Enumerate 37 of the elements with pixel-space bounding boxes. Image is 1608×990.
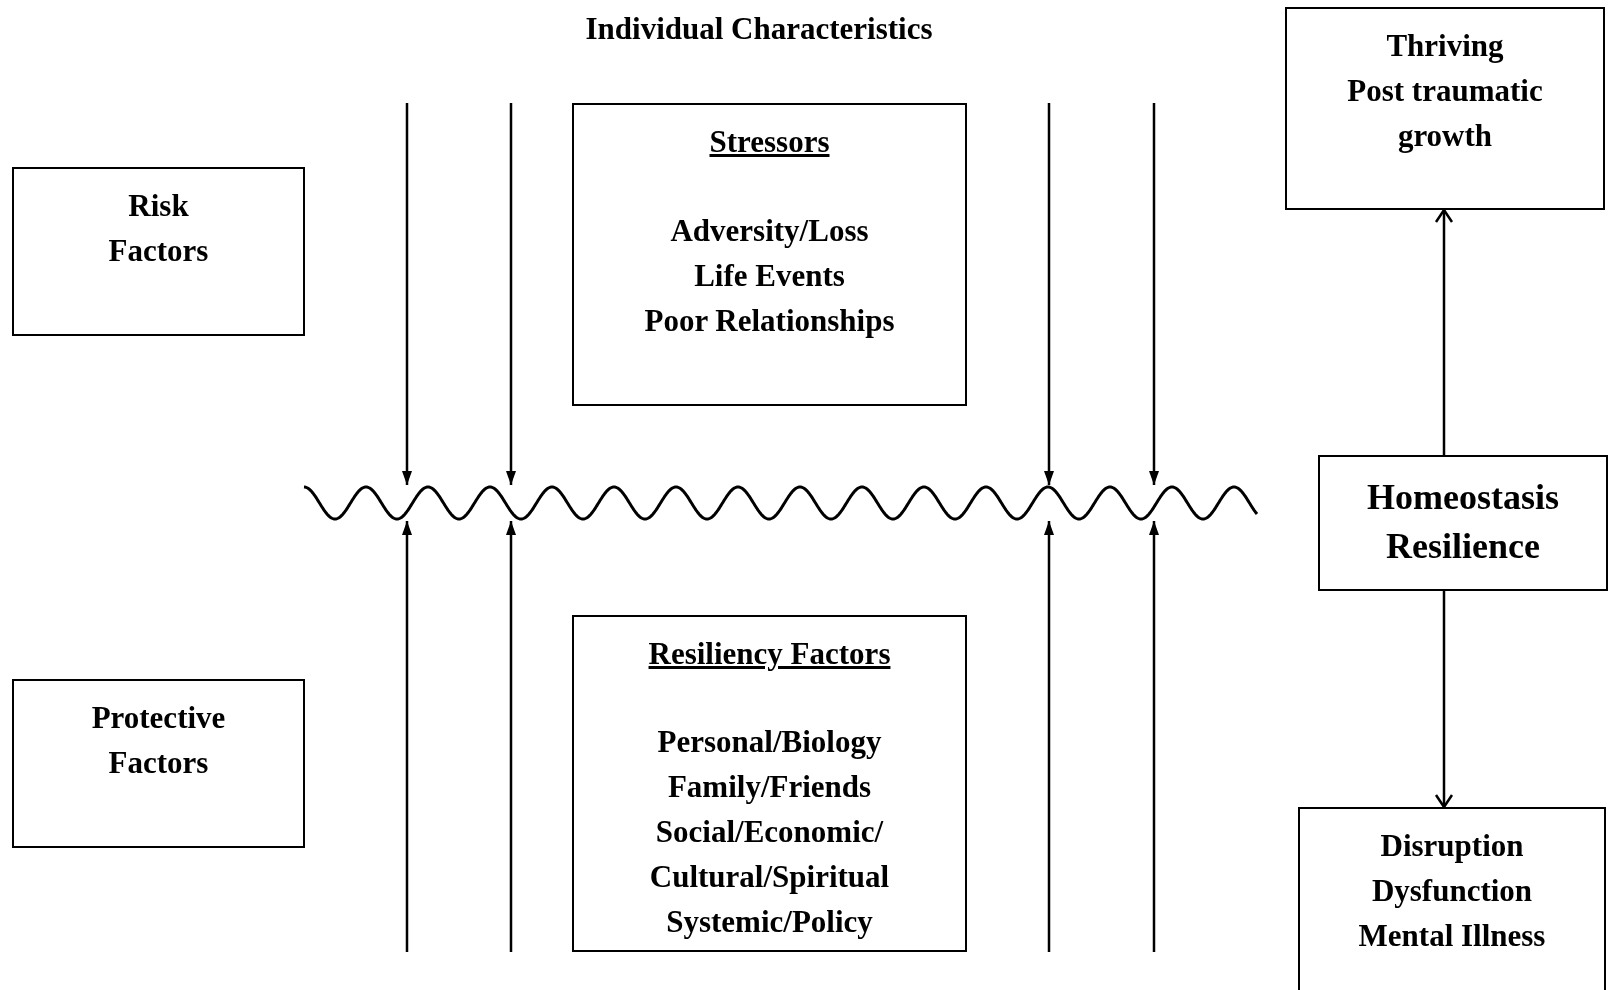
arrow xyxy=(1149,103,1159,485)
box-text: Resilience xyxy=(1386,526,1540,566)
box-heading: Resiliency Factors xyxy=(648,636,891,671)
box-text: Life Events xyxy=(694,258,845,293)
text-box xyxy=(1285,7,1605,210)
text-box xyxy=(12,679,305,848)
arrow xyxy=(402,521,412,952)
arrow xyxy=(1044,521,1054,952)
box-text: Personal/Biology xyxy=(657,724,882,759)
box-heading: Stressors xyxy=(709,124,830,159)
arrow xyxy=(1434,591,1454,809)
box-text: Risk Factors xyxy=(108,188,209,268)
box-text: Dysfunction xyxy=(1371,873,1533,908)
text-box xyxy=(572,615,967,952)
text-box xyxy=(1298,807,1606,990)
arrow xyxy=(1044,103,1054,485)
box-text: Thriving xyxy=(1386,28,1504,63)
arrow xyxy=(1149,521,1159,952)
text-box xyxy=(12,167,305,336)
box-text: Social/Economic/ Cultural/Spiritual xyxy=(649,814,890,894)
box-text: Disruption xyxy=(1380,828,1524,863)
arrow xyxy=(1434,208,1454,455)
box-text: Family/Friends xyxy=(667,769,872,804)
text-box xyxy=(572,103,967,406)
box-text: Homeostasis xyxy=(1367,477,1559,517)
arrow xyxy=(506,103,516,485)
arrow xyxy=(402,103,412,485)
wavy-line xyxy=(304,485,1257,521)
box-text: Systemic/Policy xyxy=(666,904,873,939)
box-text: Adversity/Loss xyxy=(670,213,869,248)
diagram-title: Individual Characteristics xyxy=(585,10,933,48)
box-text: Mental Illness xyxy=(1358,918,1546,953)
arrow xyxy=(506,521,516,952)
text-box xyxy=(1318,455,1608,591)
box-text: Protective Factors xyxy=(91,700,226,780)
box-text: Post traumatic growth xyxy=(1347,73,1543,153)
box-text: Poor Relationships xyxy=(644,303,895,338)
